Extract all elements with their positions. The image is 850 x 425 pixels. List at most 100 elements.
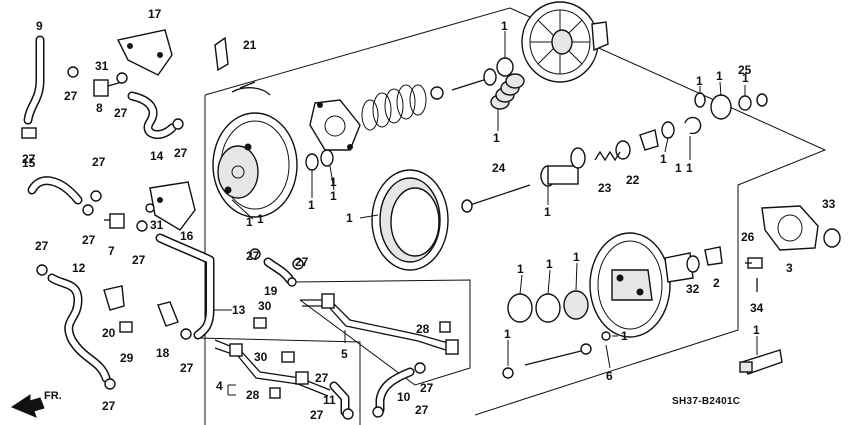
- nut-33: [823, 228, 841, 248]
- booster-gasket: [309, 99, 361, 151]
- callout-27: 27: [102, 399, 116, 413]
- clamp-27-a: [21, 127, 37, 139]
- seal-ring-b: [320, 149, 334, 167]
- callout-30: 30: [254, 350, 268, 364]
- callout-2: 2: [713, 276, 720, 290]
- clamp-27-g: [136, 220, 148, 232]
- pipe-box: [294, 279, 471, 386]
- operating-rod: [502, 343, 592, 379]
- callout-1: 1: [544, 205, 551, 219]
- callout-28: 28: [246, 388, 260, 402]
- pipe-box-lower: [197, 337, 361, 425]
- booster-diaphragm: [371, 169, 449, 271]
- hose-12: [47, 273, 111, 383]
- callout-8: 8: [96, 101, 103, 115]
- washer-b: [601, 331, 611, 341]
- callout-1: 1: [501, 19, 508, 33]
- bolt-30-a: [253, 317, 267, 329]
- callout-1: 1: [330, 189, 337, 203]
- pushrod-adjuster: [461, 184, 531, 213]
- callout-1: 1: [517, 262, 524, 276]
- booster-shell-lower: [589, 232, 694, 338]
- clamp-27-p: [372, 406, 384, 418]
- snap-ring-b: [684, 116, 702, 135]
- callout-9: 9: [36, 19, 43, 33]
- clip-2: [704, 246, 723, 266]
- callout-19: 19: [264, 284, 278, 298]
- callout-4: 4: [216, 379, 223, 393]
- clamp-27-h: [36, 264, 48, 276]
- callout-27: 27: [92, 155, 106, 169]
- callout-1: 1: [504, 327, 511, 341]
- clamp-27-j: [180, 328, 192, 340]
- bracket-20: [103, 285, 125, 311]
- hose-9: [23, 35, 45, 125]
- callout-27: 27: [315, 371, 329, 385]
- piston-cup: [615, 140, 631, 160]
- callout-27: 27: [35, 239, 49, 253]
- callout-1: 1: [716, 69, 723, 83]
- callout-20: 20: [102, 326, 116, 340]
- callout-27: 27: [295, 255, 309, 269]
- callout-1: 1: [753, 323, 760, 337]
- callout-1: 1: [346, 211, 353, 225]
- callout-15: 15: [22, 156, 36, 170]
- callout-21: 21: [243, 38, 257, 52]
- callout-1: 1: [257, 212, 264, 226]
- callout-31: 31: [150, 218, 164, 232]
- callout-27: 27: [246, 249, 260, 263]
- callout-27: 27: [22, 152, 36, 166]
- o-ring-top: [756, 93, 768, 107]
- group-box-top: [204, 7, 511, 96]
- lock-washer: [430, 86, 444, 100]
- grease-tube: [739, 349, 783, 375]
- seal-ring-d: [563, 290, 589, 320]
- clip-21: [214, 36, 229, 72]
- callout-1: 1: [493, 131, 500, 145]
- callout-1: 1: [546, 257, 553, 271]
- callout-30: 30: [258, 299, 272, 313]
- pushrod: [451, 68, 497, 91]
- callout-1: 1: [742, 71, 749, 85]
- snap-ring-a: [694, 92, 706, 108]
- clamp-27-k: [249, 248, 261, 260]
- return-spring: [361, 84, 427, 131]
- seal-ring-a: [305, 153, 319, 171]
- callout-28: 28: [416, 322, 430, 336]
- nut-32: [686, 255, 700, 273]
- clamp-27-m: [287, 277, 297, 287]
- bolt-28-a: [439, 321, 451, 333]
- clamp-27-f: [82, 204, 94, 216]
- pipe-4: [214, 339, 331, 397]
- callout-1: 1: [246, 215, 253, 229]
- callout-17: 17: [148, 7, 162, 21]
- brake-booster-rear: [521, 1, 609, 83]
- callout-1: 1: [573, 250, 580, 264]
- hose-19: [263, 257, 295, 285]
- valve-spring-stack: [490, 73, 525, 110]
- bolt-30-b: [281, 351, 295, 363]
- callout-23: 23: [598, 181, 612, 195]
- callout-1: 1: [675, 161, 682, 175]
- callout-1: 1: [696, 74, 703, 88]
- callout-1: 1: [308, 198, 315, 212]
- callout-25: 25: [738, 63, 752, 77]
- seal-ring-c: [535, 293, 561, 323]
- callout-13: 13: [232, 303, 246, 317]
- bolt-26: [745, 257, 763, 269]
- callout-31: 31: [95, 59, 109, 73]
- callout-10: 10: [397, 390, 411, 404]
- callout-1: 1: [686, 161, 693, 175]
- callout-27: 27: [180, 361, 194, 375]
- front-direction-label: FR.: [44, 390, 62, 402]
- hose-15: [27, 176, 83, 205]
- callout-33: 33: [822, 197, 836, 211]
- clamp-27-n: [342, 408, 354, 420]
- hose-10: [375, 367, 415, 415]
- hose-11: [329, 381, 350, 417]
- callout-32: 32: [686, 282, 700, 296]
- clamp-27-c: [116, 72, 128, 84]
- washer-a: [661, 121, 675, 139]
- bolt-29: [119, 321, 133, 333]
